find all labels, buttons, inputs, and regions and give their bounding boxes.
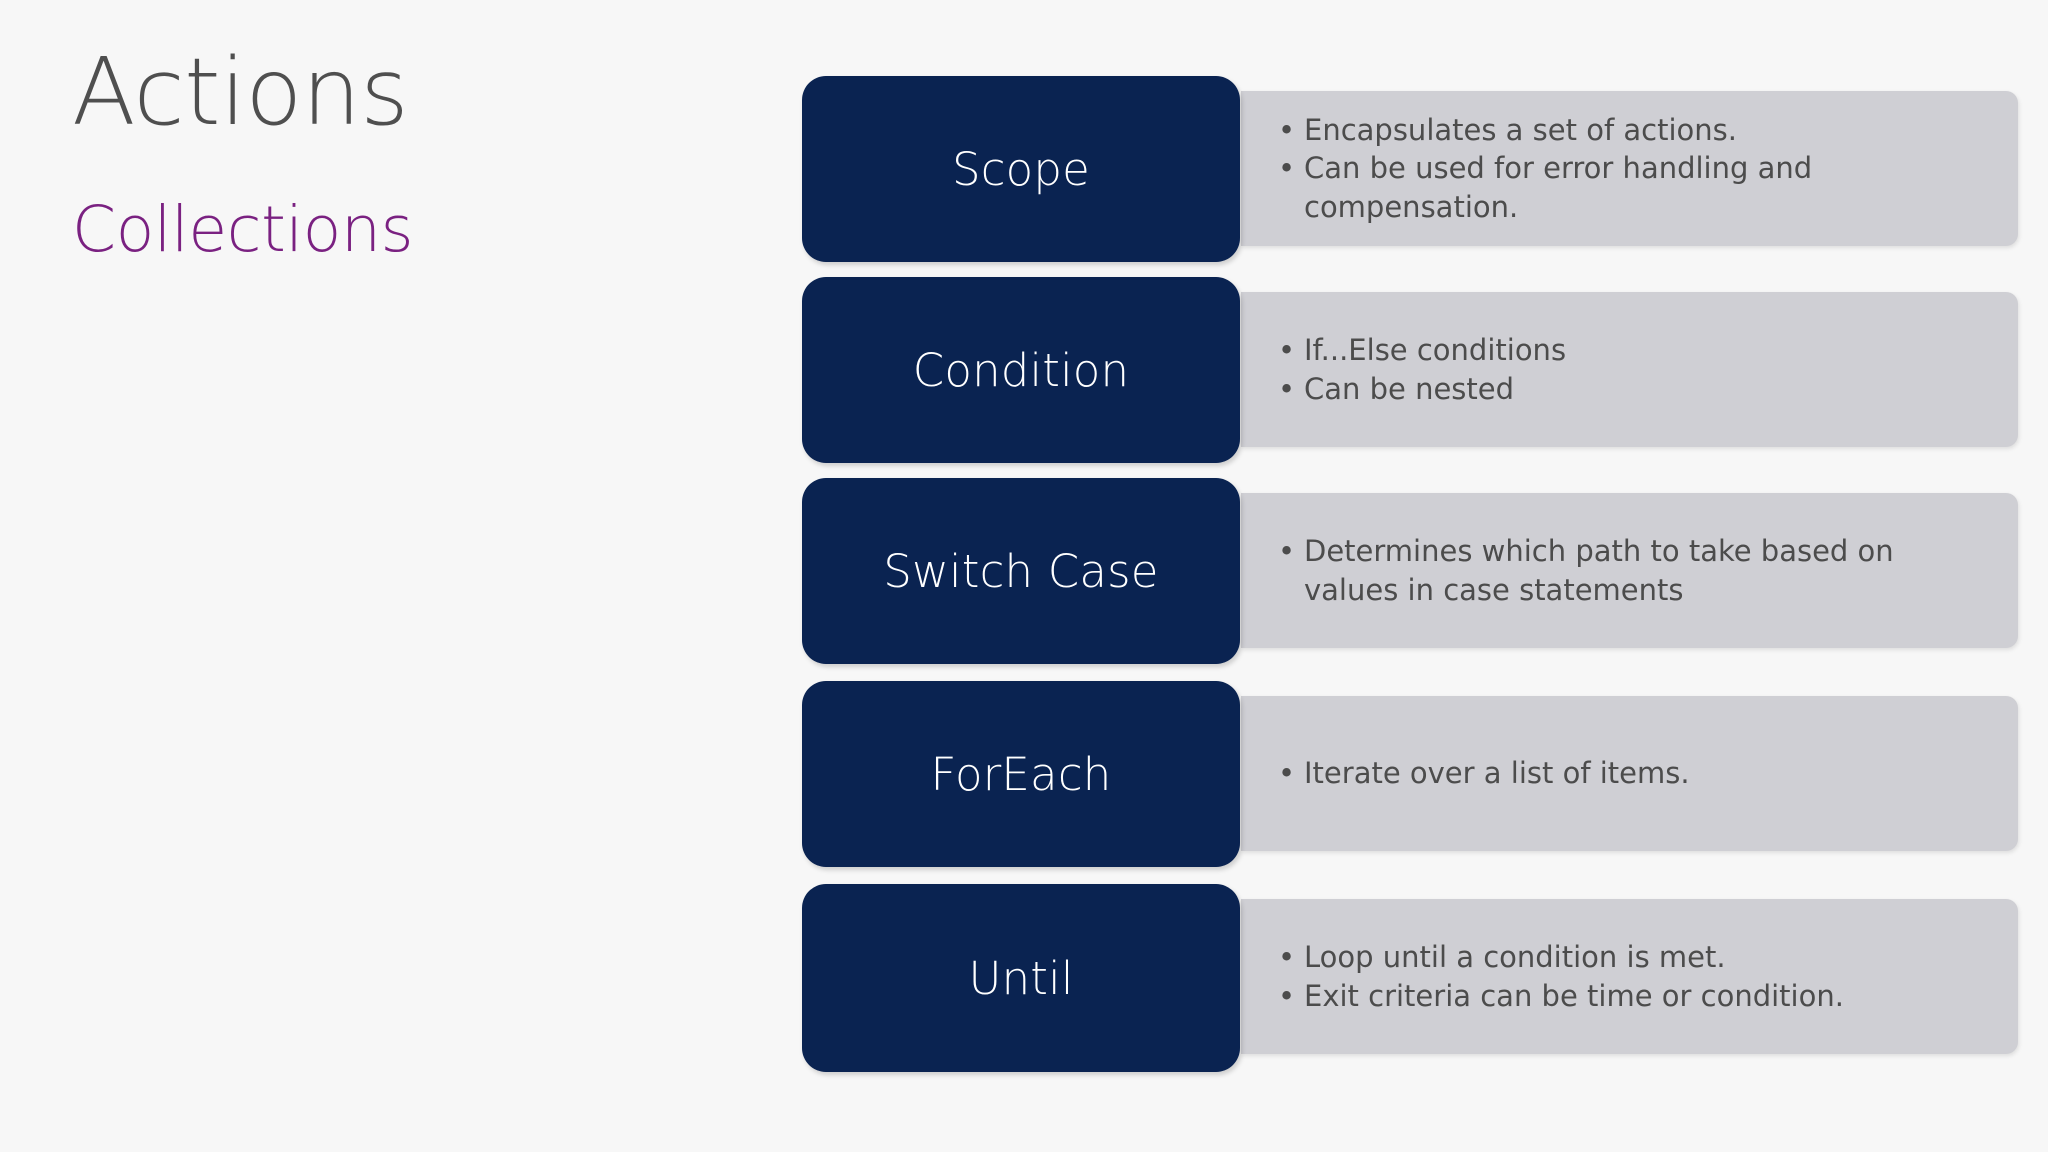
action-name-box[interactable]: Switch Case <box>802 478 1240 664</box>
bullet-dot-icon: • <box>1278 978 1296 1013</box>
action-name-label: Condition <box>912 343 1130 397</box>
bullet-item: •Determines which path to take based on … <box>1278 532 1992 609</box>
action-name-label: ForEach <box>930 747 1112 801</box>
bullet-dot-icon: • <box>1278 332 1296 367</box>
bullet-item: •Can be used for error handling and comp… <box>1278 149 1992 226</box>
bullet-text: If...Else conditions <box>1304 332 1567 367</box>
bullet-text: Can be used for error handling and compe… <box>1304 151 1822 224</box>
page-subtitle: Collections <box>72 193 414 266</box>
bullet-dot-icon: • <box>1278 939 1296 974</box>
action-name-label: Scope <box>951 142 1091 196</box>
action-name-box[interactable]: ForEach <box>802 681 1240 867</box>
action-description-bar: •Determines which path to take based on … <box>1241 493 2018 648</box>
bullet-text: Can be nested <box>1304 371 1515 406</box>
bullet-item: •If...Else conditions <box>1278 331 1992 370</box>
bullet-text: Iterate over a list of items. <box>1304 756 1690 791</box>
bullet-text: Loop until a condition is met. <box>1304 939 1726 974</box>
bullet-dot-icon: • <box>1278 533 1296 568</box>
title-block: Actions Collections <box>72 38 712 266</box>
action-description-bar: •Encapsulates a set of actions.•Can be u… <box>1241 91 2018 246</box>
bullet-text: Exit criteria can be time or condition. <box>1304 978 1844 1013</box>
bullet-item: •Encapsulates a set of actions. <box>1278 111 1992 150</box>
bullet-dot-icon: • <box>1278 112 1296 147</box>
action-name-label: Until <box>968 951 1074 1005</box>
bullet-item: •Exit criteria can be time or condition. <box>1278 977 1992 1016</box>
bullet-dot-icon: • <box>1278 756 1296 791</box>
action-description-bar: •If...Else conditions•Can be nested <box>1241 292 2018 447</box>
bullet-dot-icon: • <box>1278 151 1296 186</box>
bullet-text: Encapsulates a set of actions. <box>1304 112 1737 147</box>
bullet-item: •Iterate over a list of items. <box>1278 754 1992 793</box>
action-description-bar: •Iterate over a list of items. <box>1241 696 2018 851</box>
action-name-box[interactable]: Scope <box>802 76 1240 262</box>
page-title: Actions <box>72 38 409 146</box>
action-description-bar: •Loop until a condition is met.•Exit cri… <box>1241 899 2018 1054</box>
bullet-item: •Loop until a condition is met. <box>1278 938 1992 977</box>
bullet-dot-icon: • <box>1278 371 1296 406</box>
bullet-text: Determines which path to take based on v… <box>1304 533 1903 607</box>
action-name-box[interactable]: Condition <box>802 277 1240 463</box>
action-name-label: Switch Case <box>883 544 1159 598</box>
action-name-box[interactable]: Until <box>802 884 1240 1072</box>
bullet-item: •Can be nested <box>1278 370 1992 409</box>
